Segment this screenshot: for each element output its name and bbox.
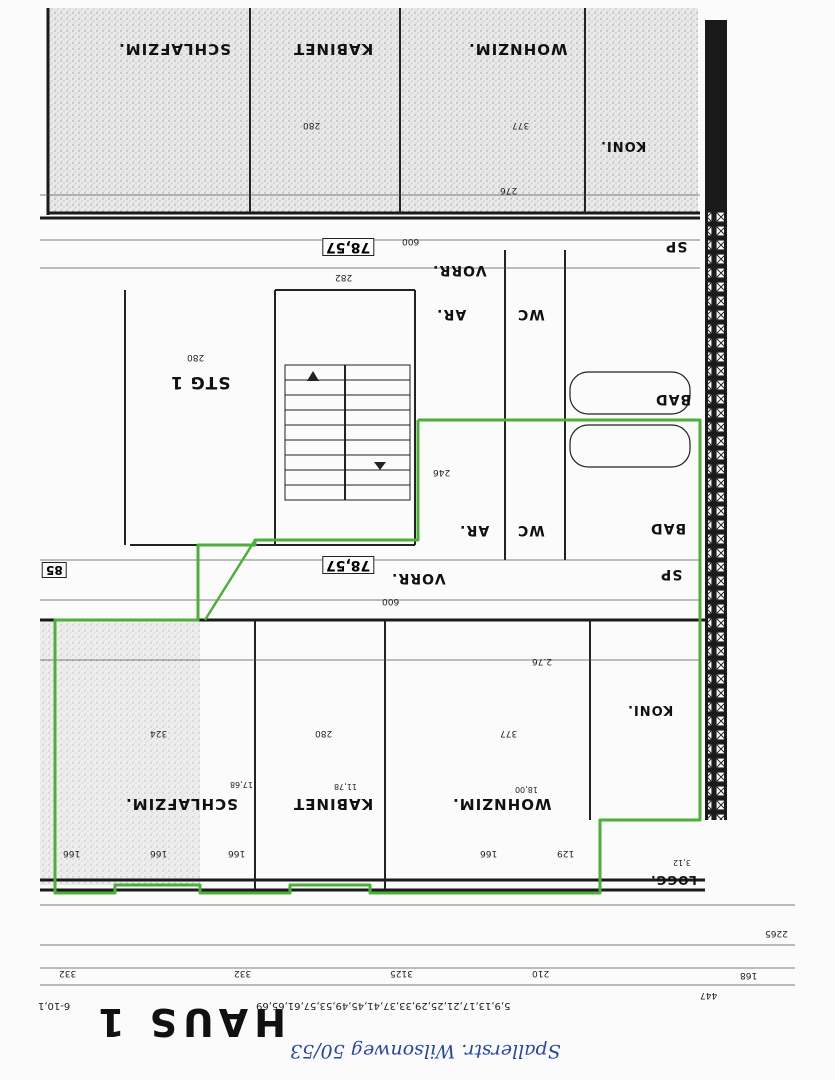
room-stg: STG 1 <box>170 372 231 392</box>
dim-324: 324 <box>150 728 168 738</box>
dim-166-b: 166 <box>150 848 168 858</box>
dim-600-bottom: 600 <box>382 596 400 606</box>
room-wc-bottom: WC <box>517 522 545 538</box>
dim-166-a: 166 <box>63 848 81 858</box>
size-kabinet: 11,78 <box>334 782 357 791</box>
size-logg: 3,12 <box>673 858 691 867</box>
size-schlafzim: 17,68 <box>230 780 253 789</box>
dim-166-c: 166 <box>228 848 246 858</box>
room-vorr-bottom: VORR. <box>391 570 446 586</box>
handwritten-note: Spallerstr. Wilsonweg 50/53 <box>290 1040 561 1062</box>
room-ar-top: AR. <box>436 306 467 322</box>
dim-332-a: 332 <box>59 968 77 978</box>
dim-2265: 2265 <box>765 928 788 938</box>
room-bad-bottom: BAD <box>650 520 687 536</box>
room-bad-top: BAD <box>655 391 692 407</box>
dim-377-top: 377 <box>512 120 530 130</box>
dim-282: 282 <box>335 272 353 282</box>
room-wc-top: WC <box>517 306 545 322</box>
room-sp-top: SP <box>665 238 688 254</box>
dim-276-top: 276 <box>500 185 518 195</box>
stair-arrow-down <box>374 462 386 470</box>
size-wohnzim: 18,00 <box>515 785 538 794</box>
area-box-left: 85 <box>42 562 67 578</box>
dim-166-d: 166 <box>480 848 498 858</box>
area-box-top: 78,57 <box>322 238 375 256</box>
room-logg: LOGG. <box>650 873 697 887</box>
room-kabinet-bottom: KABINET <box>293 795 374 813</box>
room-vorr-top: VORR. <box>432 262 487 278</box>
lower-left-grey-area <box>40 620 200 885</box>
room-koni-top: KONI. <box>600 138 647 153</box>
staircase <box>284 364 411 501</box>
upper-grey-area <box>48 8 698 213</box>
top-number: 6-10,1 <box>38 1000 71 1011</box>
unit-highlight-outline <box>53 418 702 895</box>
dim-447: 447 <box>700 990 718 1000</box>
area-box-bottom: 78,57 <box>322 556 375 574</box>
room-kabinet-top: KABINET <box>293 40 374 58</box>
dim-280-stg: 280 <box>187 352 205 362</box>
dim-280-top: 280 <box>303 120 321 130</box>
dim-210: 210 <box>532 968 550 978</box>
dim-3125: 3125 <box>390 968 413 978</box>
room-sp-bottom: SP <box>660 566 683 582</box>
room-ar-bottom: AR. <box>459 522 490 538</box>
room-schlafzim-bottom: SCHLAFZIM. <box>125 795 238 813</box>
dim-246: 246 <box>433 467 451 477</box>
dim-600-top: 600 <box>402 236 420 246</box>
room-koni-bottom: KONI. <box>627 702 674 717</box>
apartment-number-list: 5,9,13,17,21,25,29,33,37,41,45,49,53,57,… <box>256 1000 511 1011</box>
ventilation-shafts <box>708 210 724 820</box>
room-schlafzim-top: SCHLAFZIM. <box>118 40 231 58</box>
dim-280-bottom: 280 <box>315 728 333 738</box>
room-wohnzim-top: WOHNZIM. <box>468 40 568 58</box>
room-wohnzim-bottom: WOHNZIM. <box>452 795 552 813</box>
dim-129: 129 <box>557 848 575 858</box>
dim-168: 168 <box>740 970 758 980</box>
unit-highlight-diagonal <box>203 539 257 621</box>
dim-332-b: 332 <box>234 968 252 978</box>
dim-377-bottom: 377 <box>500 728 518 738</box>
dim-276-bottom: 2.76 <box>532 656 553 666</box>
stair-arrow-up <box>307 371 319 381</box>
bathtubs <box>569 371 691 468</box>
